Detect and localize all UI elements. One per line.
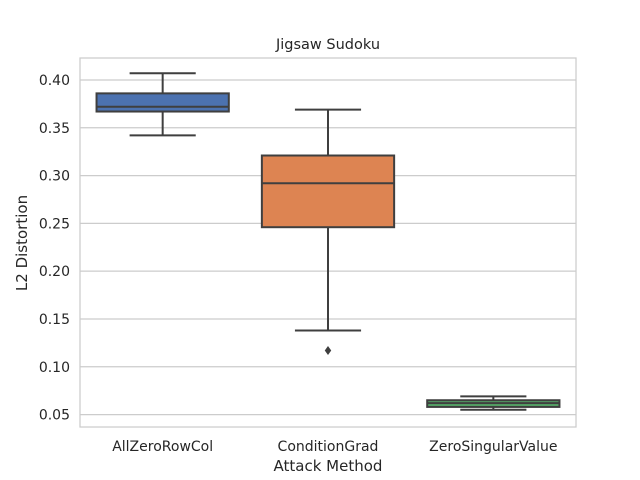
y-tick-label: 0.40 xyxy=(39,73,70,89)
x-tick-label: AllZeroRowCol xyxy=(112,439,213,455)
x-axis-title: Attack Method xyxy=(274,457,383,475)
y-tick-label: 0.10 xyxy=(39,360,70,376)
chart-title: Jigsaw Sudoku xyxy=(275,37,380,53)
plot-frame xyxy=(79,57,577,428)
y-tick-label: 0.15 xyxy=(39,312,70,328)
boxes-layer xyxy=(95,72,561,411)
x-tick-labels: AllZeroRowCol ConditionGrad ZeroSingularVa… xyxy=(112,439,557,455)
outlier-point xyxy=(324,346,332,356)
y-tick-label: 0.30 xyxy=(39,169,70,185)
y-tick-label: 0.20 xyxy=(39,264,70,280)
box-ConditionGrad xyxy=(260,108,396,356)
box-body xyxy=(95,92,230,113)
y-tick-labels: 0.05 0.10 0.15 0.20 0.25 0.30 0.35 0.40 xyxy=(39,73,70,424)
y-tick-label: 0.05 xyxy=(39,408,70,424)
box-body xyxy=(260,154,396,229)
x-tick-label: ConditionGrad xyxy=(278,439,379,455)
box-AllZeroRowCol xyxy=(95,72,230,137)
y-tick-label: 0.25 xyxy=(39,216,70,232)
box-ZeroSingularValue xyxy=(426,395,561,411)
x-tick-label: ZeroSingularValue xyxy=(429,439,557,455)
y-axis-title: L2 Distortion xyxy=(13,195,31,291)
y-tick-label: 0.35 xyxy=(39,121,70,137)
